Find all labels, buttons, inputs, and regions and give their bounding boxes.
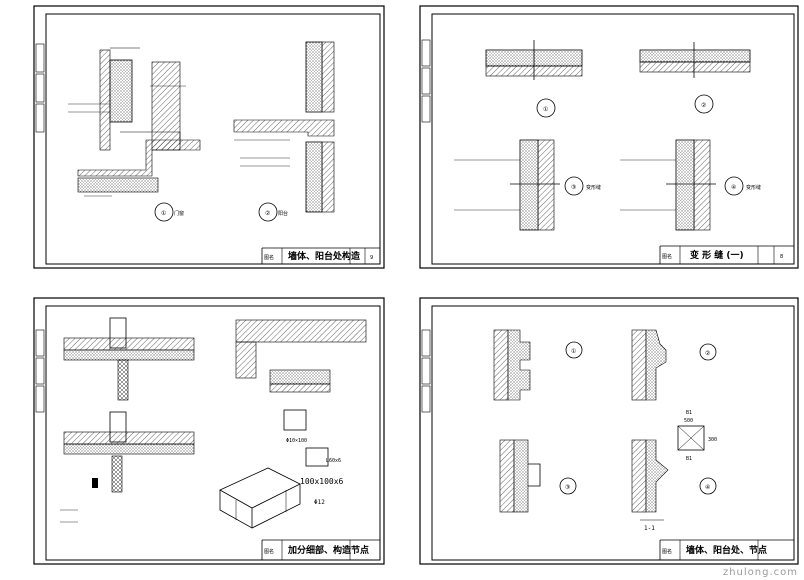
s3-size-4: Φ12 [314, 499, 325, 506]
s4-b1-top: B1 [686, 410, 692, 416]
sheet3-tag: 图名 [264, 548, 274, 555]
s2-mark-2: ② [701, 102, 706, 109]
sheet4-tag: 图名 [662, 548, 672, 555]
s2-mark-4: ④ [731, 184, 736, 191]
s1-mark-2: ② [265, 210, 270, 217]
s3-size-2: 100x100x6 [300, 477, 344, 486]
watermark: zhulong.com [722, 567, 798, 578]
s4-b1-bottom: B1 [686, 456, 692, 462]
sheet-3 [33, 297, 385, 565]
s2-mark-3: ③ [571, 184, 576, 191]
sheet3-title: 加分细部、构造节点 [287, 544, 369, 556]
sheet2-page: 8 [780, 254, 783, 260]
s2-mark-1: ① [543, 106, 548, 113]
sheet1-page: 9 [370, 255, 373, 261]
sheet-2 [419, 5, 799, 269]
sheet2-title: 变 形 缝 (一) [690, 249, 744, 261]
s4-dim-500: 500 [684, 418, 693, 424]
sheet4-title: 墙体、阳台处、节点 [686, 544, 767, 556]
s2-caption-4: 变形缝 [746, 184, 761, 191]
s4-section-label: 1-1 [644, 525, 655, 532]
sheet1-tag: 图名 [264, 254, 274, 261]
s1-mark-1: ① [161, 210, 166, 217]
sheet-4 [419, 297, 799, 565]
s1-caption-1: 门窗 [174, 210, 184, 217]
s4-mark-4: ④ [705, 484, 710, 491]
sheet2-tag: 图名 [662, 253, 672, 260]
s4-mark-2: ② [705, 350, 710, 357]
s4-mark-3: ③ [565, 484, 570, 491]
s4-mark-1: ① [571, 348, 576, 355]
sheet1-title: 墙体、阳台处构造 [288, 250, 361, 262]
s3-size-1: Φ10×100 [286, 438, 307, 444]
s3-size-3: L60x6 [326, 458, 341, 464]
s4-dim-300: 300 [708, 437, 717, 443]
sheet-1 [33, 5, 385, 269]
s2-caption-3: 变形缝 [586, 184, 601, 191]
s1-caption-2: 阳台 [278, 210, 288, 217]
